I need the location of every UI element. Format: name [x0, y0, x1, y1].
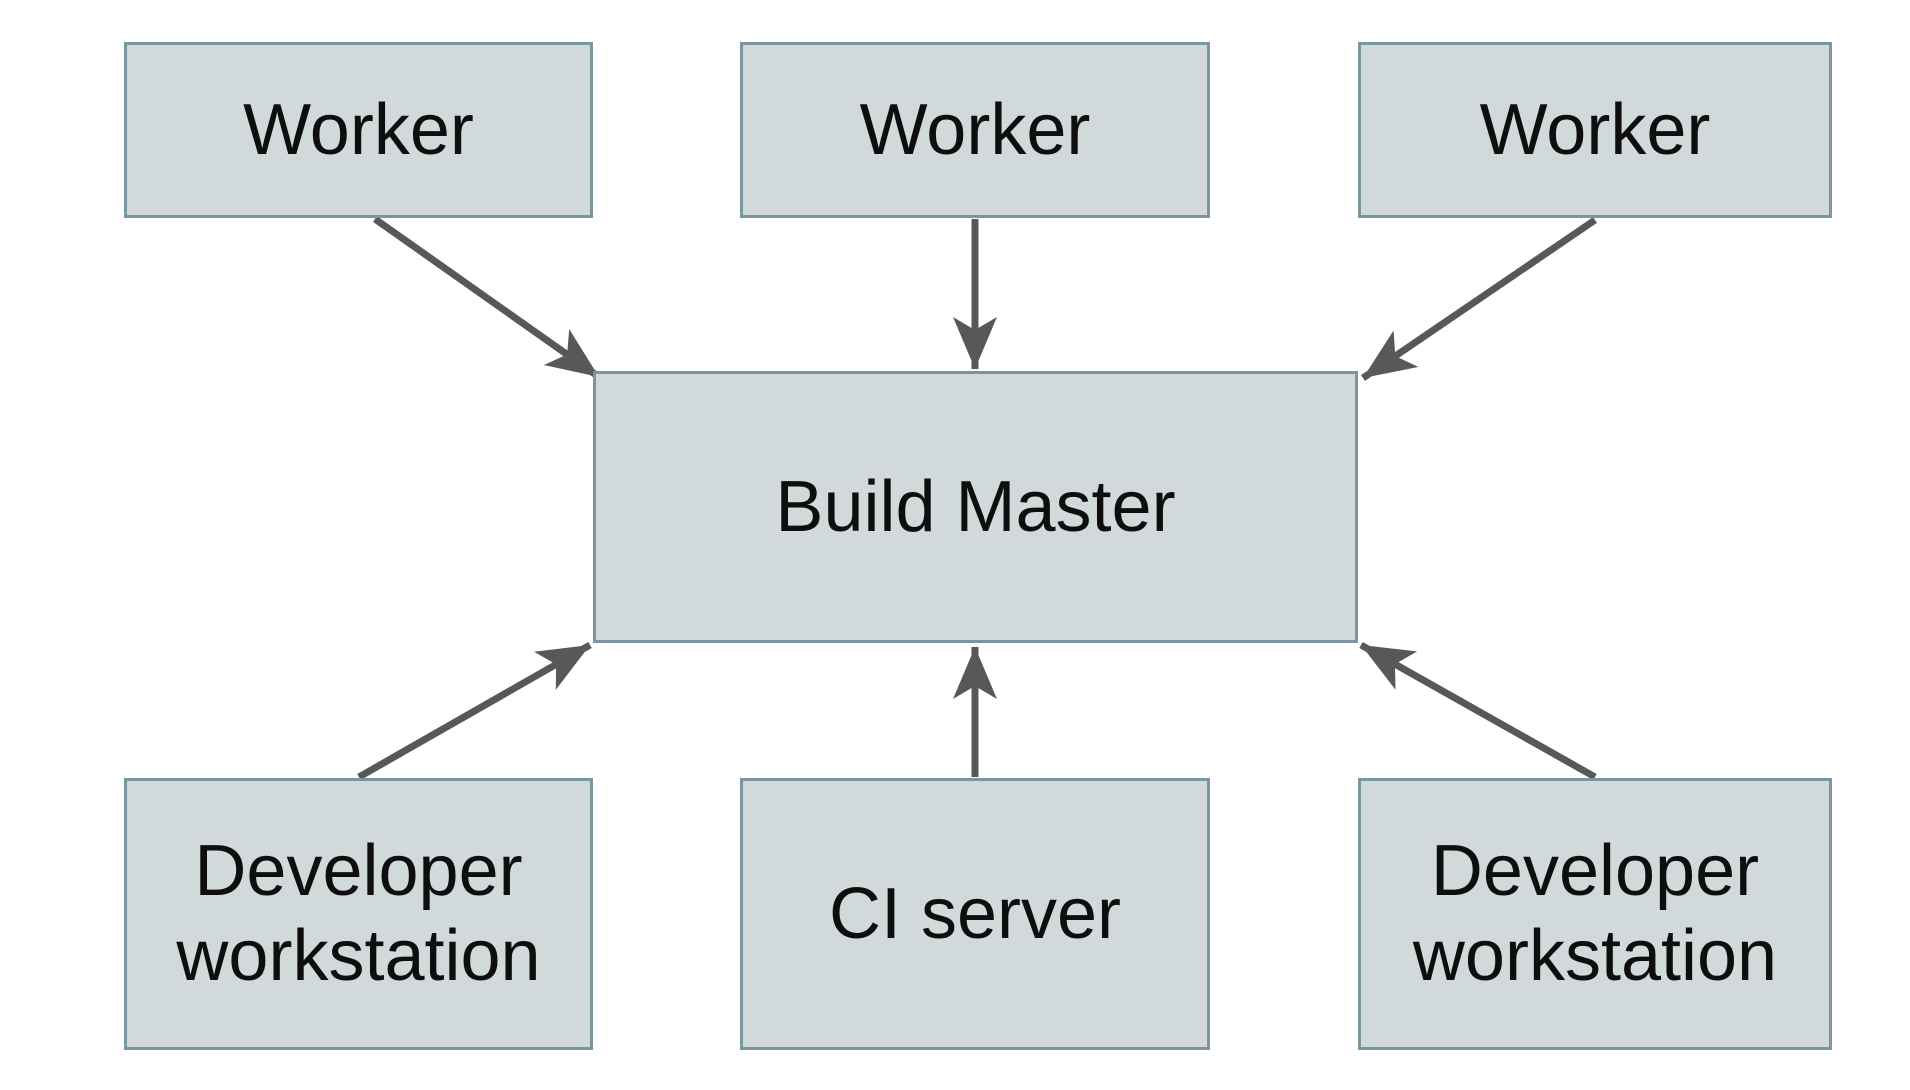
arrow-worker3-to-buildmaster — [1361, 217, 1597, 381]
arrow-devworkstation2-to-buildmaster — [1359, 641, 1597, 781]
node-worker-2: Worker — [740, 42, 1210, 218]
node-ci-server-label: CI server — [828, 873, 1122, 954]
node-ci-server: CI server — [740, 778, 1210, 1050]
node-worker-2-label: Worker — [859, 89, 1091, 170]
node-worker-1-label: Worker — [243, 89, 474, 170]
node-build-master: Build Master — [593, 371, 1358, 643]
node-build-master-label: Build Master — [775, 466, 1176, 547]
node-developer-workstation-1-label: Developer workstation — [176, 831, 541, 996]
node-developer-workstation-2: Developer workstation — [1358, 778, 1832, 1050]
node-worker-1: Worker — [124, 42, 593, 218]
arrow-worker1-to-buildmaster — [372, 216, 602, 380]
node-worker-3-label: Worker — [1479, 89, 1711, 170]
arrow-devworkstation1-to-buildmaster — [357, 641, 592, 781]
node-worker-3: Worker — [1358, 42, 1832, 218]
node-developer-workstation-1: Developer workstation — [124, 778, 593, 1050]
node-developer-workstation-2-label: Developer workstation — [1412, 831, 1778, 996]
